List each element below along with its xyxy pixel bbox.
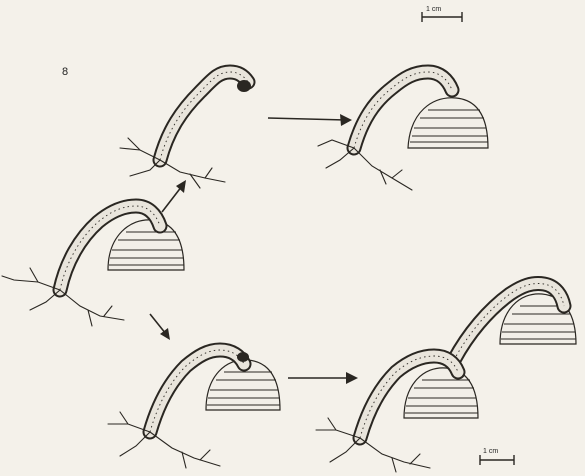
scale-bar-top (422, 12, 462, 22)
stage-tube-dome-tip (108, 350, 280, 468)
dark-tip (237, 352, 249, 362)
arrow-right-bottom (288, 372, 358, 384)
stage-source (2, 206, 184, 326)
stage-tube-bare (120, 72, 251, 188)
arrow-right-top (268, 114, 352, 126)
scale-label-bottom: 1 cm (483, 448, 498, 455)
panel-label: 8 (62, 66, 68, 78)
arrow-down-right (150, 314, 170, 340)
dark-tip (237, 80, 251, 92)
arrow-up-right (162, 180, 186, 212)
stage-tube-dome (318, 72, 488, 190)
scale-label-top: 1 cm (426, 6, 441, 13)
scale-bar-bottom (480, 455, 514, 465)
